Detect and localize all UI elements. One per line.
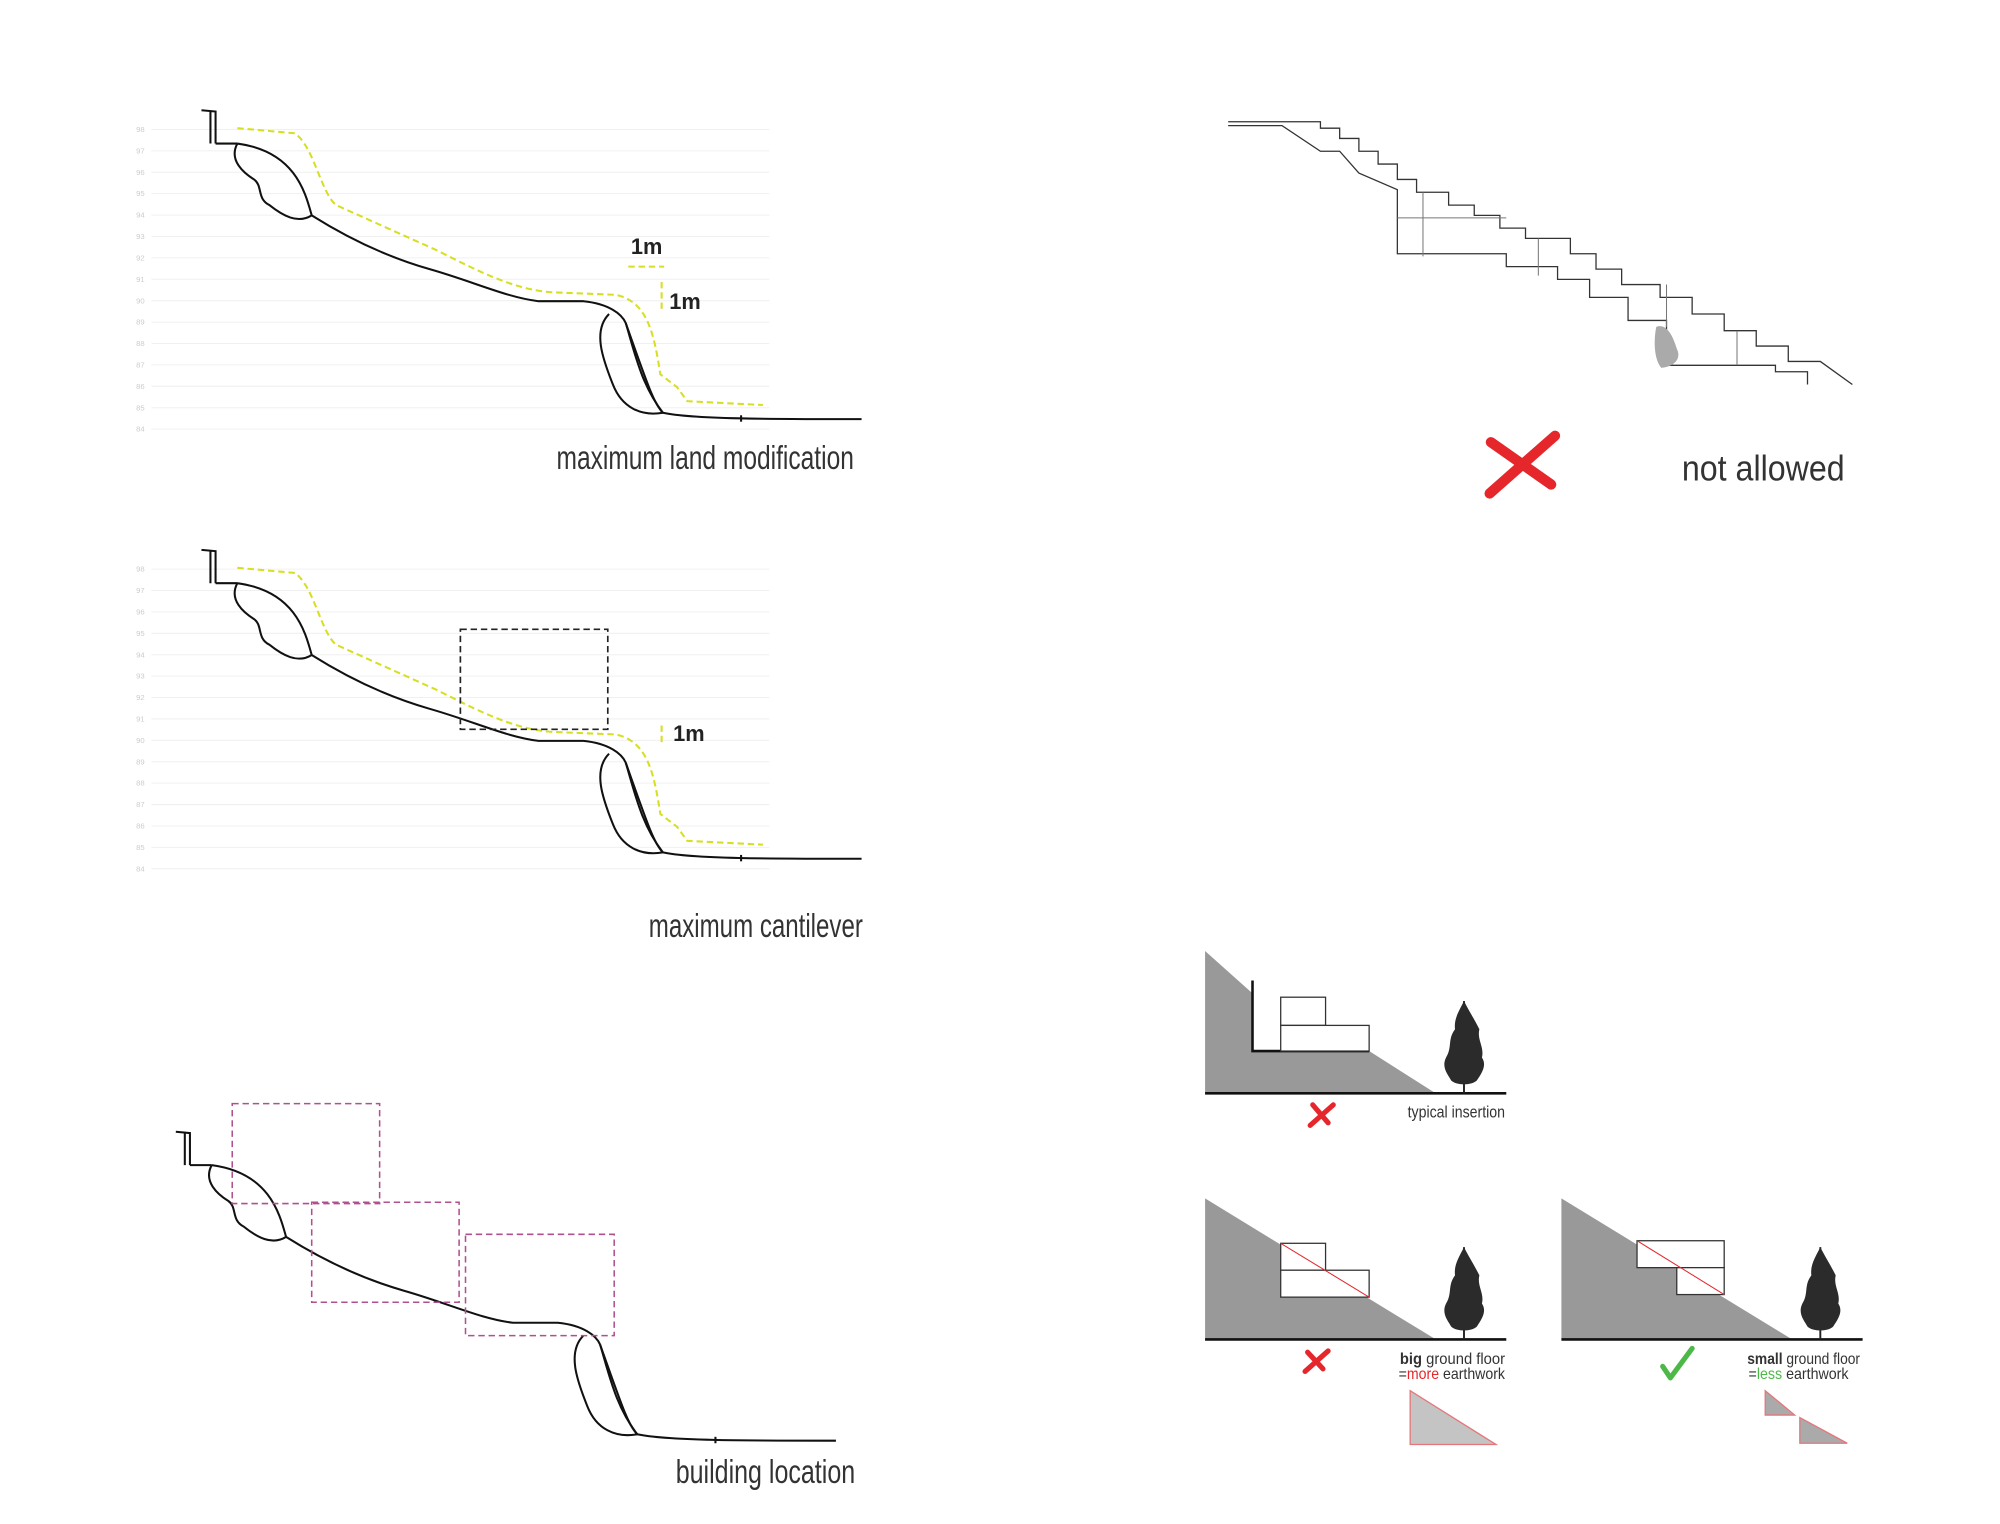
- panel-land-modification: 98 97 96 95 94 93 92 91 90 89 88 87 86 85 84 1m 1m max…: [136, 109, 863, 477]
- building-zone-1: [231, 1102, 381, 1205]
- elevation-tick-label: 84: [136, 864, 145, 873]
- red-cross-icon: [1302, 1348, 1331, 1375]
- ground-volume: [1280, 1269, 1370, 1298]
- dim-horizontal-label: 1m: [631, 234, 662, 259]
- section-lower-floor: [1228, 124, 1809, 385]
- earthwork-volume-1: [1764, 1389, 1797, 1416]
- elevation-grid: 98 97 96 95 94 93 92 91 90 89 88 87 86 85 84: [136, 565, 770, 873]
- diagram-big-ground-floor: big ground floor =more earthwork: [1205, 1198, 1507, 1446]
- modified-terrain-line: [237, 566, 763, 846]
- diagram-small-ground-floor: small ground floor =less earthwork: [1561, 1198, 1863, 1444]
- terrain-profile: [200, 109, 863, 423]
- elevation-tick-label: 91: [136, 275, 145, 284]
- elevation-tick-label: 97: [136, 586, 145, 595]
- building-zone-3: [464, 1233, 615, 1337]
- tree-icon: [1443, 1246, 1486, 1341]
- elevation-tick-label: 97: [136, 146, 145, 155]
- elevation-tick-label: 96: [136, 607, 145, 616]
- panel-title: building location: [676, 1454, 855, 1491]
- elevation-tick-label: 90: [136, 296, 145, 305]
- elevation-tick-label: 93: [136, 672, 145, 681]
- caption-tail: earthwork: [1782, 1365, 1849, 1383]
- tree-icon: [1799, 1246, 1842, 1341]
- earthwork-volume-2: [1799, 1416, 1848, 1444]
- dim-vertical-label: 1m: [669, 289, 700, 314]
- green-check-icon: [1660, 1345, 1695, 1381]
- equals-sign: =: [1399, 1365, 1407, 1383]
- terrain-profile: [200, 548, 863, 863]
- upper-volume: [1636, 1240, 1725, 1269]
- elevation-tick-label: 95: [136, 189, 145, 198]
- caption-rest: ground floor: [1422, 1350, 1506, 1368]
- elevation-tick-label: 85: [136, 403, 145, 412]
- caption-line-2: =more earthwork: [1399, 1365, 1506, 1383]
- red-cross-icon: [1484, 430, 1561, 499]
- equals-sign: =: [1749, 1365, 1757, 1383]
- earthwork-volume: [1409, 1389, 1499, 1446]
- panel-building-location: building location: [174, 1102, 855, 1491]
- highlight-word: more: [1407, 1365, 1439, 1383]
- elevation-tick-label: 88: [136, 339, 145, 348]
- modified-terrain-line: [237, 127, 763, 407]
- elevation-tick-label: 86: [136, 822, 145, 831]
- caption-line-1: big ground floor: [1400, 1350, 1506, 1368]
- elevation-tick-label: 94: [136, 211, 145, 220]
- elevation-tick-label: 93: [136, 232, 145, 241]
- panel-title: maximum cantilever: [649, 908, 863, 945]
- elevation-tick-label: 92: [136, 253, 145, 262]
- cut-line: [1636, 1240, 1725, 1296]
- caption-tail: earthwork: [1439, 1365, 1506, 1383]
- elevation-tick-label: 91: [136, 714, 145, 723]
- ground-volume: [1280, 1024, 1370, 1052]
- elevation-tick-label: 90: [136, 736, 145, 745]
- cantilever-box: [459, 628, 609, 731]
- elevation-tick-label: 95: [136, 629, 145, 638]
- elevation-tick-label: 88: [136, 779, 145, 788]
- hill-fill: [1205, 951, 1436, 1094]
- verdict-label: not allowed: [1682, 449, 1845, 489]
- elevation-tick-label: 98: [136, 565, 145, 574]
- building-zone-2: [310, 1201, 460, 1304]
- panel-building-section: not allowed: [1228, 121, 1853, 499]
- elevation-tick-label: 92: [136, 693, 145, 702]
- terrain-profile: [174, 1130, 837, 1445]
- section-stairs: [1228, 121, 1853, 386]
- highlight-word: less: [1757, 1365, 1782, 1383]
- elevation-tick-label: 84: [136, 425, 145, 434]
- caption-line-1: small ground floor: [1747, 1350, 1860, 1368]
- boulder-section: [1654, 326, 1679, 368]
- elevation-tick-label: 86: [136, 382, 145, 391]
- elevation-tick-label: 89: [136, 318, 145, 327]
- cut-line: [1280, 1242, 1370, 1298]
- caption-bold: small: [1747, 1350, 1782, 1368]
- elevation-tick-label: 87: [136, 800, 145, 809]
- elevation-tick-label: 98: [136, 125, 145, 134]
- elevation-grid: 98 97 96 95 94 93 92 91 90 89 88 87 86 85 84: [136, 125, 770, 434]
- caption-bold: big: [1400, 1350, 1422, 1368]
- elevation-tick-label: 96: [136, 168, 145, 177]
- elevation-tick-label: 87: [136, 360, 145, 369]
- caption-line-2: =less earthwork: [1749, 1365, 1850, 1383]
- dim-vertical-label: 1m: [673, 721, 704, 746]
- panel-cantilever: 98 97 96 95 94 93 92 91 90 89 88 87 86 85 84 1m maximu…: [136, 548, 863, 945]
- elevation-tick-label: 89: [136, 757, 145, 766]
- panel-title: maximum land modification: [557, 440, 854, 477]
- caption: typical insertion: [1408, 1103, 1505, 1122]
- red-cross-icon: [1307, 1102, 1336, 1128]
- diagram-typical-insertion: typical insertion: [1205, 951, 1507, 1128]
- elevation-tick-label: 85: [136, 843, 145, 852]
- elevation-tick-label: 94: [136, 650, 145, 659]
- upper-volume: [1280, 996, 1327, 1027]
- tree-icon: [1443, 1000, 1486, 1095]
- caption-rest: ground floor: [1783, 1350, 1861, 1368]
